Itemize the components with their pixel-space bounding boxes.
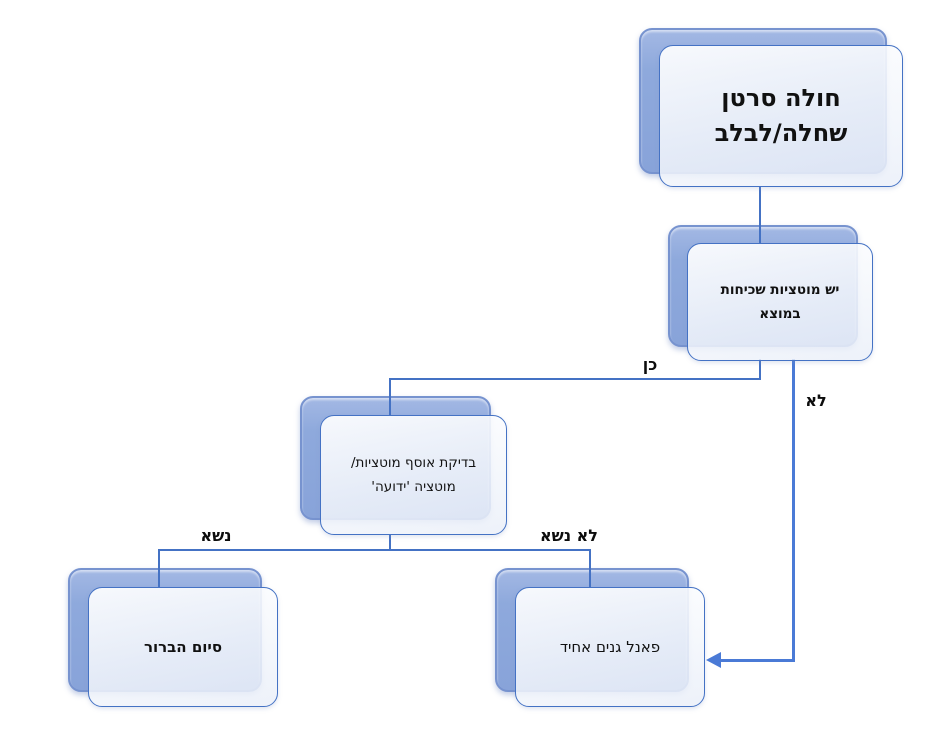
node-end-workup: סיום הברור xyxy=(88,587,278,707)
connector-test-stub xyxy=(389,534,391,551)
node-patient-line1: חולה סרטן xyxy=(721,84,841,113)
node-mutations-line1: יש מוטציות שכיחות xyxy=(720,281,840,298)
node-mutations: יש מוטציות שכיחות במוצא xyxy=(687,243,873,361)
connector-split-horizontal xyxy=(158,549,591,551)
node-gene-panel-label: פאנל גנים אחיד xyxy=(559,638,661,656)
node-end-workup-label: סיום הברור xyxy=(143,638,223,656)
connector-patient-to-mutations xyxy=(759,186,761,244)
node-patient: חולה סרטן שחלה/לבלב xyxy=(659,45,903,187)
connector-yes-stub xyxy=(759,359,761,380)
edge-label-yes: כן xyxy=(642,355,658,374)
arrowhead-into-gene-panel xyxy=(706,652,721,668)
edge-label-carrier: נשא xyxy=(200,526,232,545)
connector-yes-drop xyxy=(389,378,391,416)
node-gene-panel: פאנל גנים אחיד xyxy=(515,587,705,707)
node-known-test-line1: בדיקת אוסף מוטציות/ xyxy=(350,454,477,471)
node-known-test: בדיקת אוסף מוטציות/ מוטציה 'ידועה' xyxy=(320,415,507,535)
edge-label-not-carrier: לא נשא xyxy=(540,526,598,545)
edge-label-no: לא xyxy=(805,391,827,410)
connector-no-horizontal xyxy=(719,659,795,662)
connector-carrier-drop xyxy=(158,549,160,588)
connector-yes-horizontal xyxy=(389,378,761,380)
node-patient-line2: שחלה/לבלב xyxy=(714,119,848,147)
connector-notcarrier-drop xyxy=(589,549,591,588)
node-known-test-line2: מוטציה 'ידועה' xyxy=(371,479,456,495)
node-mutations-line2: במוצא xyxy=(759,306,801,322)
connector-no-vertical xyxy=(792,359,795,662)
